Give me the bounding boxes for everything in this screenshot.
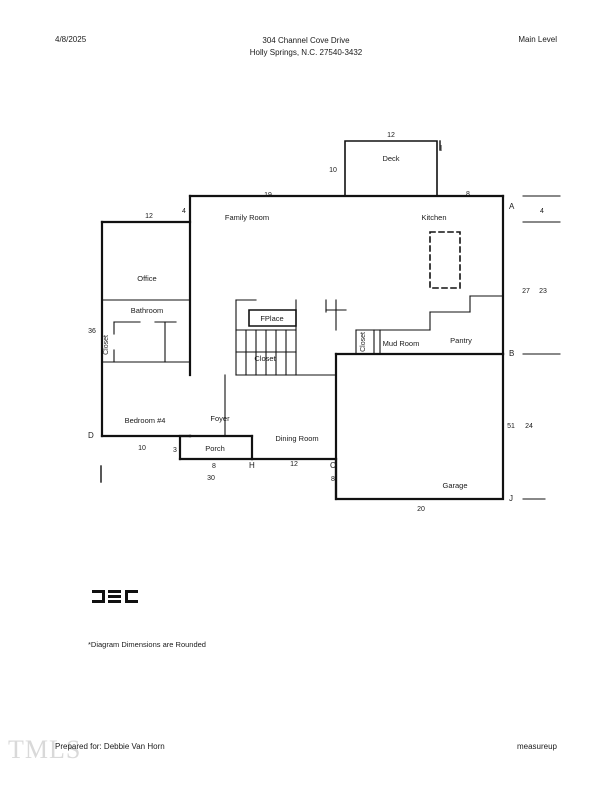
company-logo-icon — [92, 590, 138, 603]
dim-right-a: 4 — [540, 208, 544, 215]
room-label-dining-room: Dining Room — [275, 434, 318, 443]
dim-dining-width: 12 — [290, 461, 298, 468]
room-label-mud-room: Mud Room — [383, 339, 420, 348]
dim-kitchen-top: 8 — [466, 191, 470, 198]
interior-partitions — [101, 221, 504, 437]
prepared-for-text: Prepared for: Debbie Van Horn — [55, 742, 165, 751]
room-label-deck: Deck — [382, 154, 399, 163]
room-label-office: Office — [137, 274, 156, 283]
dim-dining-right: 8 — [331, 476, 335, 483]
room-label-closet-left: Closet — [103, 335, 110, 355]
room-label-family-room: Family Room — [225, 213, 269, 222]
dim-deck-depth: 10 — [329, 167, 337, 174]
dim-office-wing-top: 12 — [145, 213, 153, 220]
room-label-closet-stair: Closet — [254, 354, 276, 363]
dim-left-wall: 36 — [88, 328, 96, 335]
point-label-i: I — [440, 144, 442, 153]
room-label-foyer: Foyer — [210, 414, 230, 423]
room-label-fplace: FPlace — [260, 314, 283, 323]
kitchen-island — [429, 231, 461, 289]
diagram-note: *Diagram Dimensions are Rounded — [88, 640, 206, 649]
header-level: Main Level — [518, 35, 557, 44]
room-label-bathroom: Bathroom — [131, 306, 164, 315]
point-labels: I A B J D H C — [88, 144, 515, 503]
dim-overall-bottom: 30 — [207, 475, 215, 482]
point-label-j: J — [509, 494, 513, 503]
point-label-c: C — [330, 461, 336, 470]
room-label-bedroom-4: Bedroom #4 — [125, 416, 166, 425]
room-label-closet-mud: Closet — [360, 332, 367, 352]
measureup-brand: measureup — [516, 742, 557, 751]
room-label-kitchen: Kitchen — [421, 213, 446, 222]
vertical-room-labels: Closet Closet — [103, 332, 367, 355]
room-label-garage: Garage — [442, 481, 467, 490]
dim-porch-width: 8 — [212, 463, 216, 470]
room-labels: Deck Family Room Kitchen Office Bathroom… — [125, 154, 473, 490]
room-label-porch: Porch — [205, 444, 225, 453]
dim-family-room-top: 19 — [264, 192, 272, 199]
dim-bedroom-bottom: 10 — [138, 445, 146, 452]
header-date: 4/8/2025 — [55, 35, 87, 44]
dim-garage-bottom: 20 — [417, 506, 425, 513]
point-label-a: A — [509, 202, 515, 211]
dim-offset-left: 4 — [182, 208, 186, 215]
dim-right-23: 23 — [539, 288, 547, 295]
dimension-lines — [522, 195, 561, 500]
dim-right-51: 51 — [507, 423, 515, 430]
header-address: 304 Channel Cove Drive Holly Springs, N.… — [0, 35, 612, 59]
lower-left-walls — [178, 434, 338, 501]
dim-deck-width: 12 — [387, 132, 395, 139]
address-line-1: 304 Channel Cove Drive — [262, 36, 350, 45]
address-line-2: Holly Springs, N.C. 27540-3432 — [249, 48, 363, 57]
tmls-logo: TMLS — [8, 735, 82, 764]
room-label-pantry: Pantry — [450, 336, 472, 345]
point-label-h: H — [249, 461, 255, 470]
deck-outline — [344, 140, 438, 197]
garage-outline — [334, 352, 505, 501]
house-outer-wall — [100, 194, 505, 438]
dim-right-27: 27 — [522, 288, 530, 295]
dim-foyer-offset: 3 — [173, 447, 177, 454]
point-label-b: B — [509, 349, 514, 358]
point-label-d: D — [88, 431, 94, 440]
dimension-labels: 12 10 19 8 12 4 4 36 27 23 51 24 10 3 8 … — [88, 132, 547, 513]
dim-right-24: 24 — [525, 423, 533, 430]
